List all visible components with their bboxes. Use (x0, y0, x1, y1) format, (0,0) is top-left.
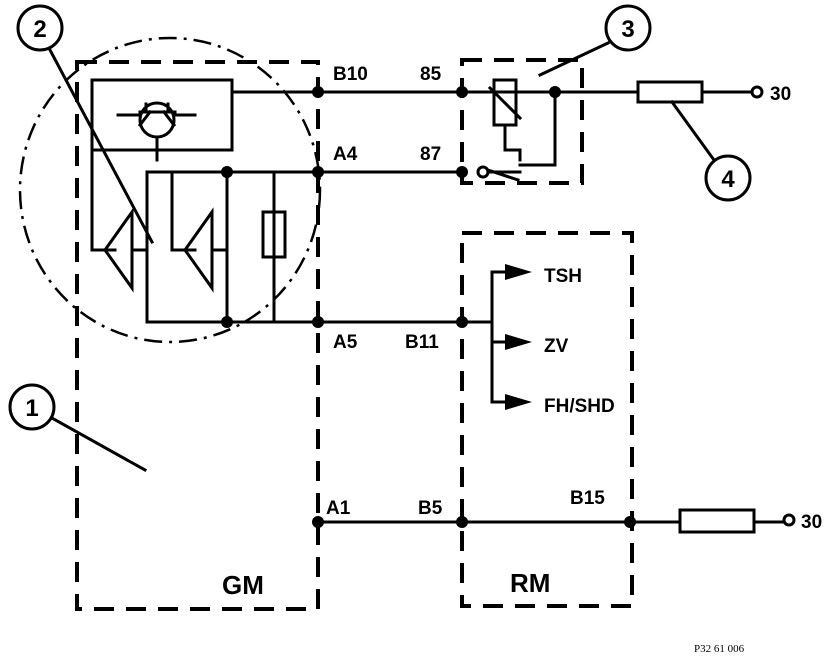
output-fh-shd-label: FH/SHD (544, 396, 615, 417)
junction-gm-bottom (221, 316, 233, 328)
callout-1-leader (49, 415, 148, 473)
pin-b10-dot (312, 86, 324, 98)
pin-87-label: 87 (420, 144, 441, 165)
output-arrow-zv (505, 334, 532, 350)
reference-number: P32 61 006 (694, 643, 745, 655)
pin-b15-dot (624, 516, 636, 528)
terminal-top (750, 85, 764, 99)
pin-b10-label: B10 (333, 64, 368, 85)
callout-4-circle (704, 154, 752, 202)
pin-a4-label: A4 (333, 144, 358, 165)
output-tsh-label: TSH (544, 266, 582, 287)
pin-b5-dot (456, 516, 468, 528)
callout-3-leader (538, 41, 610, 77)
callout-3-label: 3 (621, 16, 634, 43)
resistor-top (636, 80, 704, 104)
pin-b11-dot (456, 316, 468, 328)
output-zv-label: ZV (544, 336, 569, 357)
rm-module-boundary (460, 231, 634, 608)
pin-a4-dot (312, 166, 324, 178)
transistor-symbol (116, 101, 197, 162)
callout-4-label: 4 (721, 166, 735, 193)
gm-module-label: GM (222, 570, 264, 600)
pin-a5-dot (312, 316, 324, 328)
resistor-bottom (678, 508, 756, 534)
output-arrow-fh-shd (505, 394, 532, 410)
callout-2-label: 2 (33, 16, 46, 43)
terminal-bottom-label: 30 (801, 512, 822, 533)
junction-gm-top (221, 166, 233, 178)
relay-symbol (476, 78, 557, 182)
pin-a1-label: A1 (326, 498, 351, 519)
terminal-top-label: 30 (770, 84, 791, 105)
callout-4-leader (669, 99, 717, 163)
resistor-internal (261, 210, 287, 259)
pin-a5-label: A5 (333, 332, 358, 353)
callout-1-label: 1 (25, 395, 38, 422)
pin-85-label: 85 (420, 64, 442, 85)
callout-1-circle (8, 383, 56, 431)
callout-2-leader (47, 47, 155, 245)
output-arrow-tsh (505, 264, 532, 280)
pin-b5-label: B5 (418, 498, 443, 519)
relay-boundary (460, 58, 584, 185)
terminal-bottom (782, 513, 796, 527)
callout-3-circle (604, 4, 652, 52)
detail-circle (18, 36, 322, 344)
gm-module-boundary (75, 60, 320, 611)
rm-module-label: RM (510, 568, 550, 598)
pin-87-dot (456, 166, 468, 178)
pin-b11-label: B11 (405, 332, 439, 353)
pin-a1-dot (312, 516, 324, 528)
pin-85-dot (456, 86, 468, 98)
pin-b15-label: B15 (570, 488, 605, 509)
transistor-box (90, 78, 234, 152)
callout-2-circle (16, 4, 64, 52)
